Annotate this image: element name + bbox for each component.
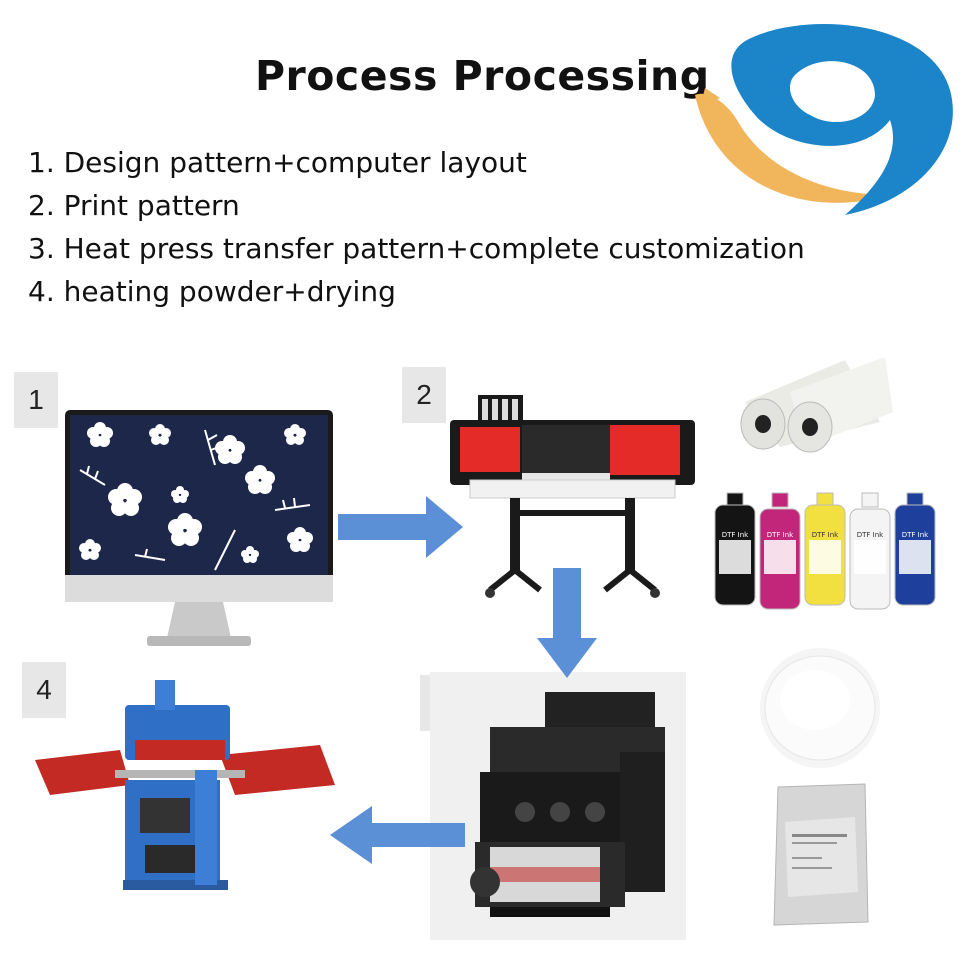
computer-monitor-icon xyxy=(65,410,333,646)
step-marker-4: 4 xyxy=(22,662,66,718)
step-marker-1: 1 xyxy=(14,372,58,428)
ink-bottle: DTF Ink xyxy=(804,492,846,606)
film-roll-icon xyxy=(740,357,893,453)
ink-bottle: DTF Ink xyxy=(714,492,756,606)
dtf-printer-icon xyxy=(450,395,695,598)
shaker-dryer-icon xyxy=(430,672,686,940)
step-2-text: 2. Print pattern xyxy=(28,189,240,222)
logo-icon xyxy=(695,24,953,216)
ink-bottle-label: DTF Ink xyxy=(722,531,749,539)
step-4-text: 4. heating powder+drying xyxy=(28,275,396,308)
step-marker-2: 2 xyxy=(402,367,446,423)
step-3-text: 3. Heat press transfer pattern+complete … xyxy=(28,232,805,265)
ink-bottle: DTF Ink xyxy=(894,492,936,606)
ink-bottle-label: DTF Ink xyxy=(812,531,839,539)
arrow-left-icon xyxy=(330,806,465,864)
powder-bag-icon xyxy=(773,783,869,926)
step-1-text: 1. Design pattern+computer layout xyxy=(28,146,527,179)
page-title: Process Processing xyxy=(255,52,710,100)
ink-bottle-label: DTF Ink xyxy=(857,531,884,539)
heat-press-icon xyxy=(35,680,335,890)
arrow-right-icon xyxy=(338,496,463,558)
ink-bottles-icon: DTF Ink DTF Ink DTF Ink DTF Ink DTF Ink xyxy=(714,492,936,610)
arrow-down-icon xyxy=(537,568,597,678)
ink-bottle-label: DTF Ink xyxy=(767,531,794,539)
ink-bottle: DTF Ink xyxy=(849,492,891,610)
powder-pile-icon xyxy=(760,648,880,768)
ink-bottle-label: DTF Ink xyxy=(902,531,929,539)
ink-bottle: DTF Ink xyxy=(759,492,801,610)
